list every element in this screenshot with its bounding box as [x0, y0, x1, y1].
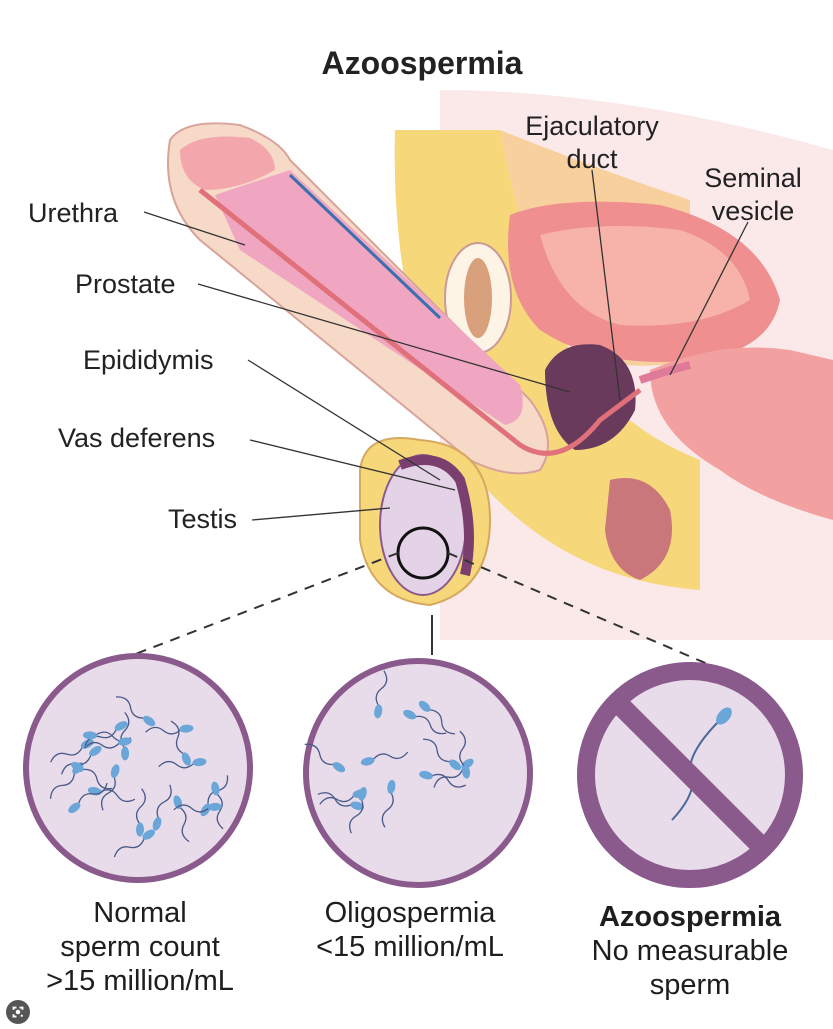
label-vas-deferens: Vas deferens [58, 423, 215, 453]
sperm-tail [84, 728, 118, 746]
diagram-title: Azoospermia [322, 45, 523, 81]
sperm-tail [459, 730, 467, 768]
sperm-head [142, 715, 156, 727]
sperm-tail [115, 696, 146, 719]
sperm-tail [156, 784, 172, 820]
sperm-head [374, 704, 383, 719]
caption-oligo-2: <15 million/mL [316, 931, 504, 963]
sperm-head [135, 822, 144, 837]
label-ejaculatory-duct-2: duct [566, 144, 618, 174]
sperm-head [350, 801, 365, 811]
label-ejaculatory-duct-1: Ejaculatory [525, 111, 659, 141]
sperm-head [181, 752, 191, 766]
sperm-tail [375, 670, 388, 707]
sperm-head [332, 762, 346, 773]
sperm-tail [77, 782, 108, 805]
anatomy-illustration [167, 90, 833, 640]
label-seminal-vesicle-2: vesicle [712, 196, 795, 226]
sperm-tail [215, 792, 224, 830]
sperm-head [449, 759, 462, 771]
sperm-head [207, 802, 222, 811]
caption-normal-3: >15 million/mL [46, 965, 234, 997]
sperm-head [358, 786, 367, 801]
sperm-head [89, 745, 102, 757]
sperm-tail [145, 726, 182, 735]
sperm-tail [113, 837, 146, 858]
label-epididymis: Epididymis [83, 345, 214, 375]
sperm-tail [178, 806, 190, 843]
sperm-tail [170, 720, 185, 755]
sperm-head [179, 724, 194, 733]
panel-azoospermia [577, 662, 803, 888]
sperm-cells [49, 696, 229, 858]
sperm-head [461, 764, 471, 779]
sperm-head [387, 779, 396, 794]
panel-normal [23, 653, 253, 883]
prohibition-slash [612, 697, 768, 853]
sperm-tail [135, 788, 146, 825]
sperm-head [121, 746, 130, 761]
caption-azoo-title: Azoospermia [599, 901, 782, 933]
panel-oligospermia [303, 658, 533, 888]
sperm-tail [381, 791, 394, 828]
sperm-head [419, 770, 433, 780]
label-urethra: Urethra [28, 198, 119, 228]
sperm-tail [173, 804, 211, 813]
sperm-tail [428, 709, 456, 735]
sperm-head [71, 761, 84, 772]
sperm-head [418, 700, 431, 712]
caption-normal-1: Normal [93, 897, 186, 929]
callout-lines [119, 552, 711, 666]
caption-azoo-1: No measurable [592, 935, 789, 967]
sperm-head [211, 781, 220, 796]
sperm-tail [423, 738, 452, 763]
sperm-head [192, 758, 207, 767]
sperm-tail [50, 745, 84, 763]
sperm-tail [49, 771, 76, 799]
sperm-head [152, 817, 162, 831]
label-testis: Testis [168, 504, 237, 534]
caption-oligo-1: Oligospermia [325, 897, 497, 929]
sperm-tail [430, 773, 467, 788]
sperm-tail [317, 792, 353, 807]
sperm-head [360, 757, 375, 766]
sperm-tail [349, 798, 364, 834]
sperm-tail [433, 766, 465, 788]
sperm-head [114, 721, 128, 731]
label-prostate: Prostate [75, 269, 176, 299]
sperm-tail [372, 751, 409, 761]
sperm-tail [319, 794, 356, 805]
sperm-tail [414, 715, 447, 735]
lens-search-icon[interactable] [6, 1000, 30, 1024]
leader-lines [143, 169, 749, 521]
sperm-tail [100, 775, 116, 811]
prostate-shape [545, 344, 636, 450]
sperm-head [117, 737, 132, 746]
sperm-head [80, 739, 94, 749]
sperm-tail [99, 789, 136, 803]
sperm-head [82, 731, 97, 740]
caption-azoo-2: sperm [650, 969, 731, 1001]
sperm-head [403, 709, 417, 720]
sperm-tail [304, 743, 335, 766]
sperm-head [68, 802, 81, 814]
sperm-tail [158, 760, 195, 769]
epididymis-shape [398, 455, 474, 577]
sperm-head [110, 764, 120, 778]
label-seminal-vesicle-1: Seminal [704, 163, 802, 193]
sperm-cells [304, 670, 474, 834]
rectum-shape [605, 478, 672, 580]
sperm-head [142, 829, 156, 840]
sperm-tail [83, 741, 121, 749]
sperm-tail [81, 768, 113, 790]
caption-normal-2: sperm count [60, 931, 220, 963]
